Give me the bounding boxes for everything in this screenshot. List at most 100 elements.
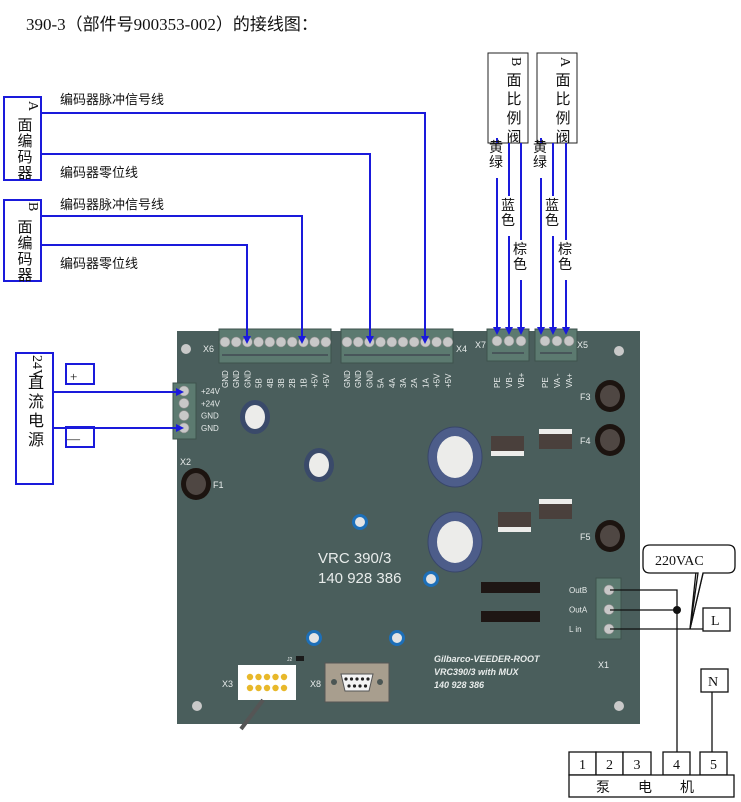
wire-color-label: 蓝 xyxy=(501,198,515,214)
svg-text:—: — xyxy=(66,431,81,446)
header-pin xyxy=(255,673,262,681)
led xyxy=(306,630,322,646)
mounting-hole xyxy=(192,701,202,711)
connector-label: X2 xyxy=(180,457,191,467)
pin-label: GND xyxy=(232,370,241,388)
pin-label: GND xyxy=(201,424,219,433)
wire-color-label: 色 xyxy=(513,256,527,273)
wire-color-label: 棕 xyxy=(513,242,527,258)
dsub-pin xyxy=(355,677,359,681)
label-char: 阀 xyxy=(506,129,521,146)
wire-label: 编码器零位线 xyxy=(60,165,138,180)
dsub-pin xyxy=(352,684,357,688)
pin-label: 2A xyxy=(410,378,419,388)
terminal-pin xyxy=(320,336,332,348)
dsub-pin xyxy=(360,677,365,681)
pin-label: VA - xyxy=(553,373,562,388)
pin-label: VA+ xyxy=(565,373,574,388)
terminal-pin xyxy=(491,335,503,347)
label-char: 源 xyxy=(28,431,44,449)
fuse-f4: F4 xyxy=(580,424,625,456)
connector-label: X5 xyxy=(577,340,588,350)
pin-label: GND xyxy=(343,370,352,388)
pin-label: GND xyxy=(354,370,363,388)
wire-color-label: 黄 xyxy=(489,139,503,156)
pin-label: 1B xyxy=(299,378,308,388)
header-pin xyxy=(255,684,262,692)
label-char: 器 xyxy=(17,268,32,284)
label-char: 器 xyxy=(17,166,32,182)
wire-color-label: 色 xyxy=(501,212,515,229)
wire-color-label: 蓝 xyxy=(545,198,559,214)
pin-label: 2B xyxy=(288,378,297,388)
header-pin xyxy=(272,673,279,681)
mounting-hole xyxy=(614,701,624,711)
terminal-pin xyxy=(253,336,264,348)
pin-label: GND xyxy=(365,370,374,388)
dsub-pin xyxy=(358,684,362,688)
connector-label: X4 xyxy=(456,344,467,354)
wire-encoder-b-pulse xyxy=(41,215,306,344)
brand-line: 140 928 386 xyxy=(434,680,485,690)
pin-label: 4B xyxy=(266,378,275,388)
label-char: 面 xyxy=(17,118,32,134)
label-char: 直 xyxy=(28,374,44,392)
label-char: 编 xyxy=(17,133,32,150)
svg-text:+: + xyxy=(70,369,77,384)
pin-label: +5V xyxy=(311,373,320,388)
wire-color-label: 棕 xyxy=(558,242,572,258)
relay xyxy=(491,436,524,456)
motor-terminal-number: 1 xyxy=(579,758,586,773)
label-char: 阀 xyxy=(555,129,570,146)
terminal-pin xyxy=(397,336,409,348)
diagram-title: 390-3（部件号900353-002）的接线图： xyxy=(26,15,318,34)
capacitor xyxy=(304,448,334,482)
label-char: 比 xyxy=(506,91,521,108)
terminal-pin xyxy=(515,335,527,347)
label-char: 比 xyxy=(555,91,570,108)
pcb-board xyxy=(177,331,640,724)
fuse-f1: F1 xyxy=(181,468,224,500)
label-char: 流 xyxy=(28,393,44,411)
component-bar xyxy=(481,611,540,622)
wire-encoder-b-zero xyxy=(41,244,251,344)
svg-text:24V: 24V xyxy=(29,355,44,379)
pin-label: 1A xyxy=(421,378,430,388)
led xyxy=(352,514,368,530)
label-char: 编 xyxy=(17,235,32,252)
terminal-pin xyxy=(563,335,575,347)
header-pin xyxy=(272,684,279,692)
svg-text:J2: J2 xyxy=(287,657,293,663)
pin-label: +24V xyxy=(201,399,221,408)
terminal-pin xyxy=(178,410,190,421)
pin-label: PE xyxy=(493,377,502,388)
terminal-pin xyxy=(352,336,364,348)
pin-label: L in xyxy=(569,625,582,634)
terminal-pin xyxy=(341,336,353,348)
connector-label: X3 xyxy=(222,679,233,689)
dsub-pin xyxy=(347,684,351,688)
terminal-pin xyxy=(264,336,276,348)
pin-label: VB - xyxy=(505,372,514,388)
header-pin xyxy=(280,684,288,692)
label-char: 面 xyxy=(17,220,32,236)
connector-x8: X8 xyxy=(310,662,390,703)
motor-terminal-number: 3 xyxy=(634,758,641,773)
dsub-pin xyxy=(349,677,354,681)
label-char: 例 xyxy=(506,110,521,127)
connector-label: X7 xyxy=(475,340,486,350)
brand-line: Gilbarco-VEEDER-ROOT xyxy=(434,654,541,664)
pin-label: +5V xyxy=(322,373,331,388)
pin-label: +5V xyxy=(433,373,442,388)
connector-label: X8 xyxy=(310,679,321,689)
terminal-pin xyxy=(298,336,309,348)
header-pin xyxy=(246,684,254,692)
mounting-hole xyxy=(614,346,624,356)
header-pin xyxy=(263,673,271,681)
voltage-callout: 220VAC xyxy=(642,544,736,630)
svg-text:A: A xyxy=(25,101,40,112)
header-pin xyxy=(280,673,288,681)
wire-label: 编码器脉冲信号线 xyxy=(60,92,164,107)
